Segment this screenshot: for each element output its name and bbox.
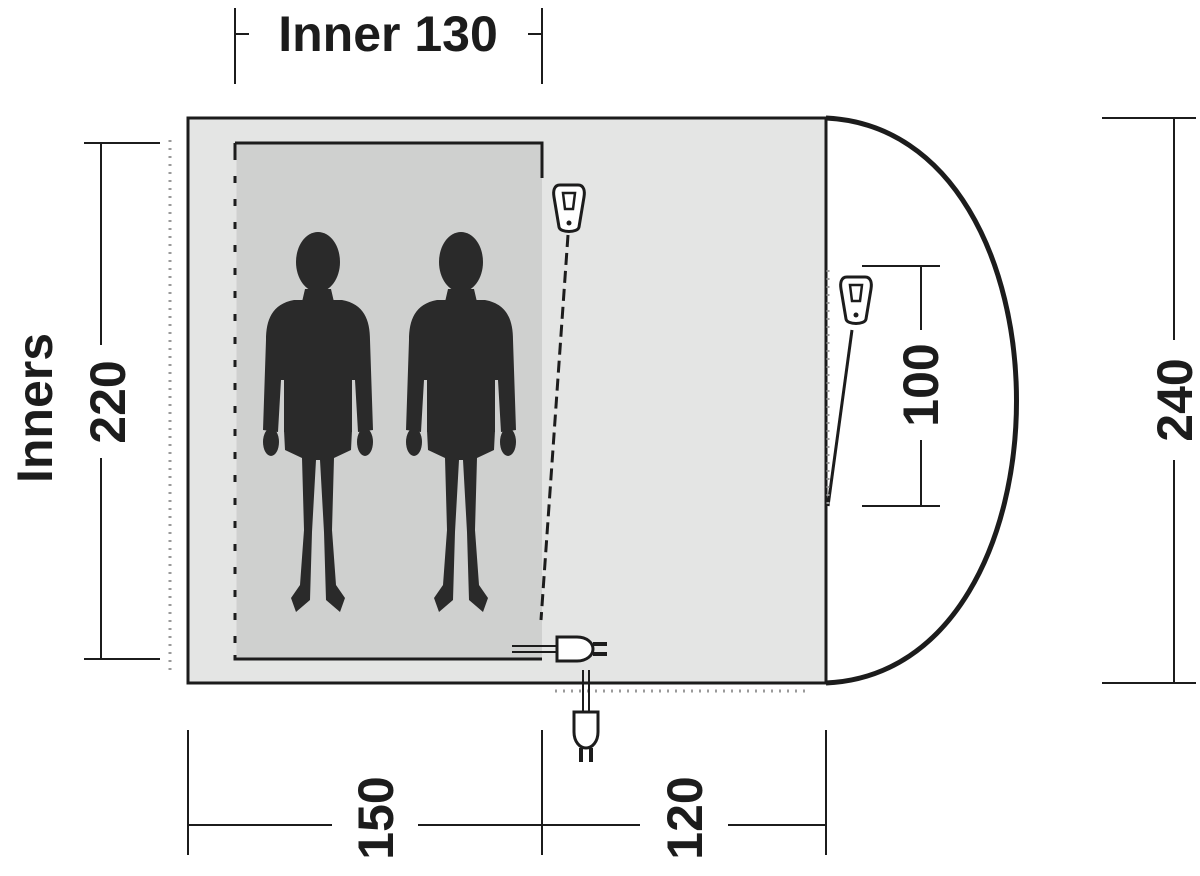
porch-door-zip bbox=[826, 329, 854, 507]
sleeping-length-label: 150 bbox=[348, 776, 404, 859]
inner-tent-outline bbox=[233, 141, 544, 661]
dimension-door-width bbox=[862, 265, 940, 507]
total-width-label: 240 bbox=[1147, 358, 1200, 441]
dimension-inner-width bbox=[234, 8, 543, 84]
door-width-label: 100 bbox=[893, 343, 949, 426]
dimension-inner-height bbox=[84, 142, 160, 660]
zip-pull-icon bbox=[839, 275, 873, 325]
inner-tent bbox=[235, 143, 542, 659]
dimension-length bbox=[187, 730, 827, 855]
porch-length-label: 120 bbox=[657, 776, 713, 859]
zip-pull-icon bbox=[552, 183, 586, 233]
inner-door-zip bbox=[539, 234, 570, 621]
inner-width-label: Inner 130 bbox=[278, 6, 498, 62]
porch-apse bbox=[825, 115, 1019, 686]
dimension-total-width bbox=[1102, 117, 1196, 684]
power-plug-icon bbox=[572, 710, 600, 764]
inner-side-label: Inners bbox=[7, 333, 63, 483]
inner-height-label: 220 bbox=[80, 360, 136, 443]
